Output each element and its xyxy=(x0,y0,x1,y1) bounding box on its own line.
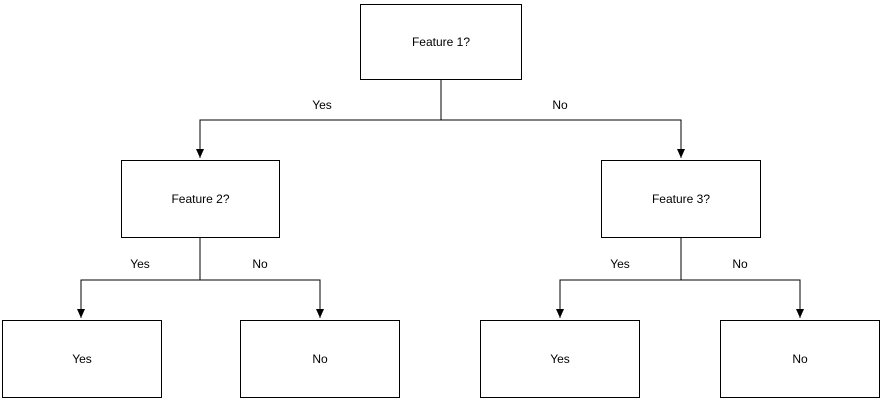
edge-label-feature2-yes: Yes xyxy=(128,256,152,272)
connector-root-yes xyxy=(196,80,442,158)
edge-label-feature3-yes: Yes xyxy=(608,256,632,272)
node-label: Feature 2? xyxy=(171,192,230,206)
node-feature-1: Feature 1? xyxy=(360,4,522,80)
node-leaf-no-right: No xyxy=(720,320,880,398)
node-label: Feature 3? xyxy=(651,192,711,206)
node-label: Feature 1? xyxy=(411,35,471,49)
edge-label-root-yes: Yes xyxy=(310,97,334,113)
edge-label-feature2-no: No xyxy=(250,256,270,272)
node-feature-3: Feature 3? xyxy=(601,160,761,238)
node-feature-2: Feature 2? xyxy=(121,160,280,238)
connector-feature3-no xyxy=(680,238,804,318)
node-leaf-yes-right: Yes xyxy=(480,320,640,398)
connector-feature2-yes xyxy=(77,238,201,318)
connector-root-no xyxy=(440,80,685,158)
connector-feature2-no xyxy=(199,238,324,318)
node-label: Yes xyxy=(550,352,570,366)
node-leaf-yes-left: Yes xyxy=(2,320,162,398)
node-label: No xyxy=(312,352,328,366)
node-label: No xyxy=(792,352,808,366)
edge-label-root-no: No xyxy=(550,97,570,113)
connector-feature3-yes xyxy=(556,238,682,318)
node-leaf-no-left: No xyxy=(240,320,400,398)
node-label: Yes xyxy=(72,352,92,366)
edge-label-feature3-no: No xyxy=(730,256,750,272)
